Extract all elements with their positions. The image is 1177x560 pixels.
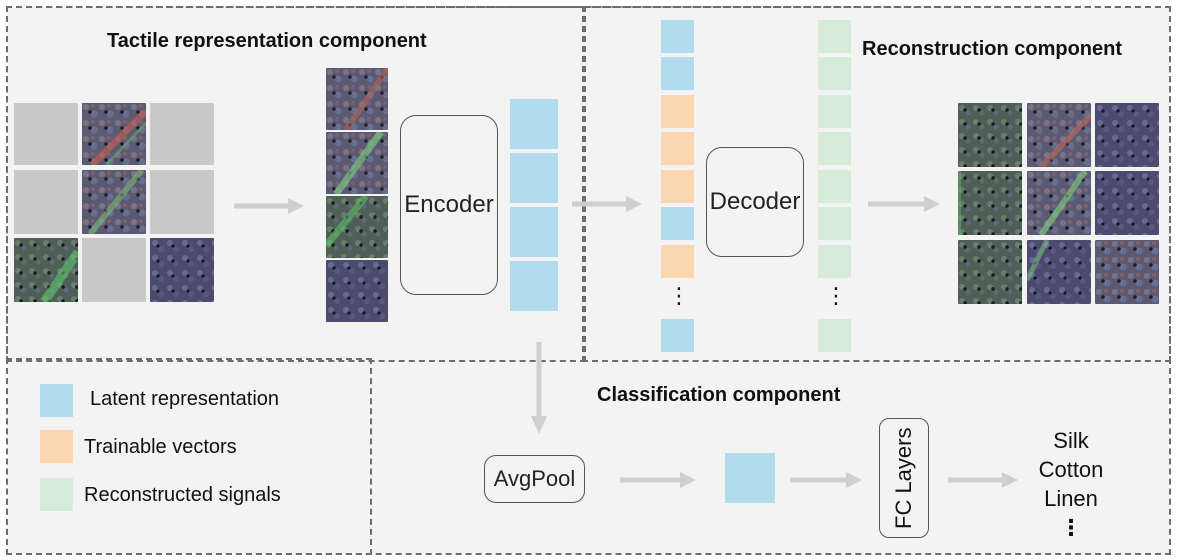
reconstructed-token xyxy=(818,57,851,90)
reconstructed-patch xyxy=(1027,103,1091,167)
reconstructed-patch xyxy=(1095,171,1159,235)
reconstruction-border xyxy=(582,6,1171,362)
class-linen: Linen xyxy=(1044,486,1098,511)
reconstructed-patch xyxy=(1027,171,1091,235)
reconstructed-patch xyxy=(1027,240,1091,304)
arrow-right xyxy=(868,196,940,212)
reconstructed-patch xyxy=(958,240,1022,304)
legend-label-reconstructed: Reconstructed signals xyxy=(84,484,281,506)
reconstructed-token xyxy=(818,207,851,240)
arrow-right xyxy=(948,472,1018,488)
pooled-token xyxy=(725,453,775,503)
trainable-token xyxy=(661,245,694,278)
reconstructed-patch xyxy=(1095,103,1159,167)
token-ellipsis: ⋮ xyxy=(825,283,847,308)
masked-patch xyxy=(150,103,214,165)
legend-label-latent: Latent representation xyxy=(90,388,280,410)
arrow-right xyxy=(790,472,862,488)
arrow-down xyxy=(531,342,547,434)
tactile-patch xyxy=(150,238,214,302)
classification-title: Classification component xyxy=(597,384,841,406)
latent-token xyxy=(510,207,558,257)
legend-label-trainable: Trainable vectors xyxy=(84,436,237,458)
reconstructed-patch xyxy=(958,103,1022,167)
trainable-token xyxy=(661,132,694,165)
visible-patch xyxy=(326,68,388,130)
latent-token xyxy=(661,207,694,240)
latent-token xyxy=(661,319,694,352)
latent-token xyxy=(661,57,694,90)
reconstructed-token xyxy=(818,245,851,278)
tactile-title: Tactile representation component xyxy=(107,30,427,52)
reconstructed-token xyxy=(818,132,851,165)
visible-patch xyxy=(326,260,388,322)
tactile-patch xyxy=(82,103,146,165)
reconstructed-token xyxy=(818,170,851,203)
masked-patch xyxy=(150,170,214,234)
visible-patch xyxy=(326,132,388,194)
fc-layers-box xyxy=(879,418,929,538)
visible-patch xyxy=(326,196,388,258)
masked-patch xyxy=(82,238,146,302)
class-cotton: Cotton xyxy=(1038,457,1104,482)
arrow-right xyxy=(620,472,696,488)
reconstruction-title: Reconstruction component xyxy=(862,38,1123,60)
encoder-box: Encoder xyxy=(400,115,498,295)
class-silk: Silk xyxy=(1053,428,1089,453)
class-ellipsis: ⋮ xyxy=(1060,515,1082,540)
reconstructed-token xyxy=(818,319,851,352)
latent-token xyxy=(510,261,558,311)
reconstructed-patch xyxy=(958,171,1022,235)
avgpool-box: AvgPool xyxy=(484,455,585,503)
fc-layers-label: FC Layers xyxy=(891,427,916,529)
reconstructed-token xyxy=(818,95,851,128)
tactile-patch xyxy=(14,238,78,302)
latent-token xyxy=(661,20,694,53)
arrow-right xyxy=(234,198,304,214)
tactile-border xyxy=(6,6,586,362)
latent-token xyxy=(510,99,558,149)
trainable-token xyxy=(661,170,694,203)
masked-patch xyxy=(14,170,78,234)
tactile-patch xyxy=(82,170,146,234)
reconstructed-patch xyxy=(1095,240,1159,304)
reconstructed-token xyxy=(818,20,851,53)
arrow-right xyxy=(572,196,642,212)
latent-token xyxy=(510,153,558,203)
decoder-box: Decoder xyxy=(706,147,804,257)
trainable-token xyxy=(661,95,694,128)
token-ellipsis: ⋮ xyxy=(668,283,690,308)
legend-swatch-reconstructed xyxy=(40,478,73,511)
legend-border xyxy=(6,358,372,555)
masked-patch xyxy=(14,103,78,165)
legend-swatch-trainable xyxy=(40,430,73,463)
legend-swatch-latent xyxy=(40,384,73,417)
